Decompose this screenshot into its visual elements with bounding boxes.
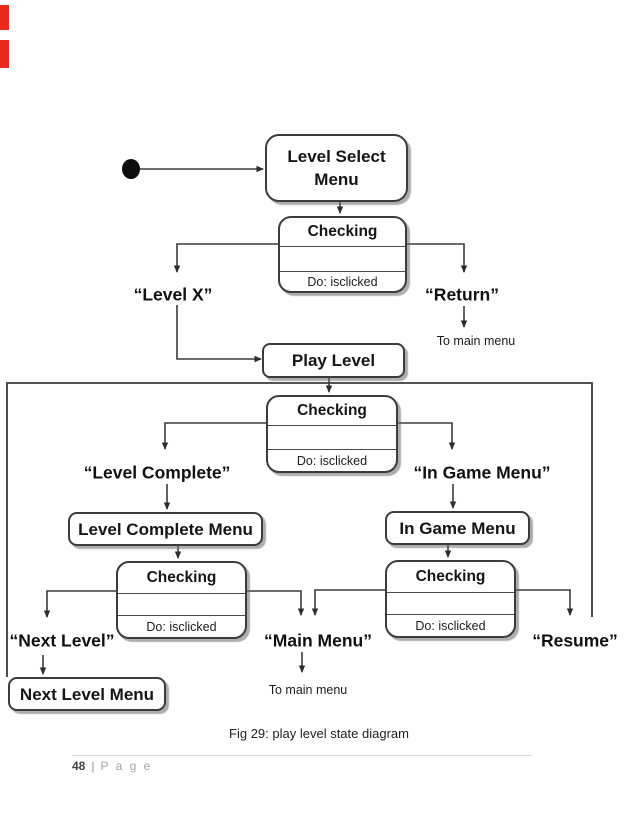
play-level-state: Play Level xyxy=(262,343,405,378)
edge-checking-2-to-in-game-menu-event xyxy=(398,422,456,450)
in-game-menu-label: In Game Menu xyxy=(399,518,516,538)
edge-checking-4-to-main-menu xyxy=(311,589,385,616)
checking-4-title: Checking xyxy=(415,568,486,585)
page-number: 48 xyxy=(72,759,86,773)
level-complete-label: “Level Complete” xyxy=(83,462,231,483)
page-footer: 48 | P a g e xyxy=(72,759,152,773)
next-level-menu-label: Next Level Menu xyxy=(19,684,155,704)
footer-page-label: P a g e xyxy=(100,759,153,773)
checking-3-empty-compartment xyxy=(118,593,245,616)
level-select-menu-label: Menu xyxy=(314,170,359,189)
next-level-menu-state: Next Level Menu xyxy=(8,677,166,711)
edge-checking-3-to-next-level xyxy=(43,590,116,618)
edge-checking-2-to-level-complete xyxy=(161,422,266,450)
edge-checking-1-to-level-x xyxy=(173,243,278,273)
edge-play-level-composite-boundary xyxy=(6,382,593,677)
main-menu-label: “Main Menu” xyxy=(264,630,372,651)
checking-1-title: Checking xyxy=(307,223,378,240)
to-main-menu-note-bottom: To main menu xyxy=(268,683,348,697)
level-x-label: “Level X” xyxy=(133,284,213,305)
level-complete-menu-state: Level Complete Menu xyxy=(68,512,263,546)
in-game-menu-event-label: “In Game Menu” xyxy=(413,462,551,483)
red-edge-mark-1 xyxy=(0,5,9,30)
figure-caption: Fig 29: play level state diagram xyxy=(229,726,409,741)
checking-1-empty-compartment xyxy=(280,246,405,272)
edge-level-x-to-play-level xyxy=(176,305,262,363)
red-edge-mark-2 xyxy=(0,40,9,68)
checking-4-action: Do: isclicked xyxy=(415,618,486,633)
return-label: “Return” xyxy=(425,284,499,305)
to-main-menu-note-top: To main menu xyxy=(436,334,516,348)
level-select-menu-label: Level Select xyxy=(287,147,386,166)
footer-separator: | xyxy=(91,759,95,773)
next-level-label: “Next Level” xyxy=(9,630,115,651)
edge-checking-4-to-resume xyxy=(516,589,574,616)
checking-4-empty-compartment xyxy=(387,592,514,615)
edge-checking-1-to-return xyxy=(407,243,468,273)
play-level-label: Play Level xyxy=(291,351,376,370)
checking-2-action: Do: isclicked xyxy=(296,453,368,468)
level-complete-menu-label: Level Complete Menu xyxy=(78,519,253,539)
resume-label: “Resume” xyxy=(532,630,618,651)
footer-rule xyxy=(72,755,532,756)
initial-state xyxy=(122,159,140,179)
in-game-menu-state: In Game Menu xyxy=(385,511,530,545)
checking-2-title: Checking xyxy=(297,402,367,419)
checking-3-title: Checking xyxy=(146,569,217,586)
checking-1-action: Do: isclicked xyxy=(307,274,378,289)
checking-3-action: Do: isclicked xyxy=(146,619,217,634)
edge-checking-3-to-main-menu xyxy=(247,590,305,616)
checking-2-empty-compartment xyxy=(268,425,396,450)
